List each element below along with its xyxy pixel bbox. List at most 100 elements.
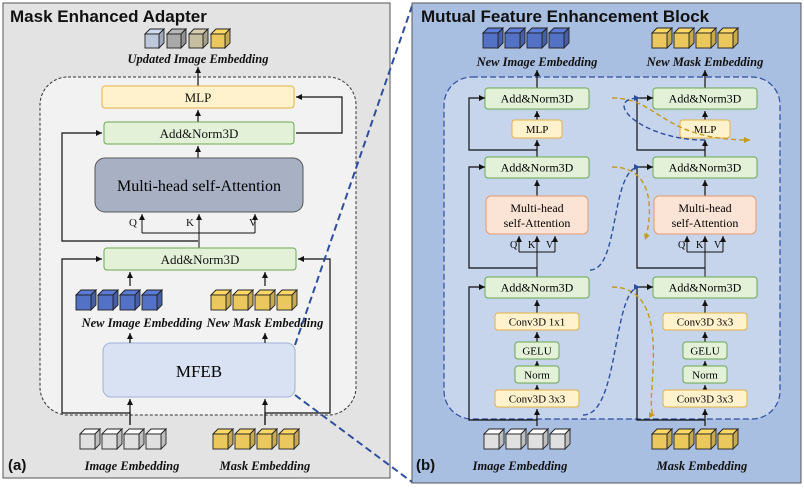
new-image-cube-2 — [96, 288, 120, 312]
b-image-cube-4 — [548, 427, 572, 451]
new-mask-cube-1 — [209, 288, 233, 312]
right-conv-1-label: Conv3D 3x3 — [677, 317, 734, 329]
left-conv-1-label: Conv3D 1x1 — [509, 317, 566, 329]
b-new-image-cube-2 — [503, 26, 527, 50]
new-mask-embedding-cubes — [209, 288, 299, 312]
q-label: Q — [129, 217, 137, 229]
right-norm-box — [682, 365, 728, 384]
mfeb-box — [102, 342, 296, 398]
left-q-label: Q — [510, 240, 518, 251]
b-mask-cube-4 — [716, 427, 740, 451]
new-image-embedding-label: New Image Embedding — [81, 316, 203, 330]
b-new-image-embedding-label: New Image Embedding — [476, 55, 598, 69]
cross-arrow-image-to-mask-2 — [611, 166, 651, 241]
b-new-mask-embedding-label: New Mask Embedding — [646, 55, 764, 69]
right-addnorm-1-label: Add&Norm3D — [669, 92, 742, 106]
b-image-embedding-label: Image Embedding — [472, 459, 568, 473]
new-image-cube-3 — [118, 288, 142, 312]
left-conv-1-box — [494, 312, 580, 331]
right-k-label: K — [696, 240, 704, 251]
mask-cube-2 — [233, 427, 257, 451]
right-addnorm-2-label: Add&Norm3D — [669, 161, 742, 175]
attention-label: Multi-head self-Attention — [117, 178, 281, 195]
b-mask-embedding-cubes — [650, 427, 740, 451]
mask-embedding-cubes — [211, 427, 301, 451]
right-conv-2-box — [662, 389, 748, 408]
updated-cube-3 — [187, 27, 210, 50]
panel-b-tag: (b) — [416, 457, 435, 474]
right-conv-2-label: Conv3D 3x3 — [677, 394, 734, 406]
addnorm-top-label: Add&Norm3D — [160, 126, 239, 141]
left-mlp-box — [511, 119, 563, 139]
image-embedding-label: Image Embedding — [84, 459, 180, 473]
new-image-embedding-cubes-b — [481, 26, 571, 50]
right-attention-line2: self-Attention — [672, 216, 739, 230]
zoom-connector-top — [294, 5, 413, 346]
left-norm-label: Norm — [524, 370, 550, 382]
b-image-cube-2 — [504, 427, 528, 451]
b-new-mask-cube-1 — [650, 26, 674, 50]
left-k-label: K — [528, 240, 536, 251]
right-conv-1-box — [662, 312, 748, 331]
updated-cube-4 — [209, 27, 232, 50]
new-mask-cube-3 — [253, 288, 277, 312]
image-branch: Add&Norm3DMLPAdd&Norm3DMulti-headself-At… — [468, 70, 590, 426]
b-new-mask-cube-3 — [694, 26, 718, 50]
left-gelu-label: GELU — [522, 346, 551, 358]
b-new-image-cube-1 — [481, 26, 505, 50]
left-addnorm-3-label: Add&Norm3D — [501, 281, 574, 295]
updated-image-embedding-label: Updated Image Embedding — [128, 52, 269, 66]
left-attention-box — [485, 195, 589, 235]
b-mask-cube-2 — [672, 427, 696, 451]
left-attention-line2: self-Attention — [504, 216, 571, 230]
mask-branch: Add&Norm3DMLPAdd&Norm3DMulti-headself-At… — [636, 70, 758, 426]
right-gelu-label: GELU — [690, 346, 719, 358]
cross-arrow-image-to-mask-1 — [611, 97, 751, 143]
b-mask-cube-3 — [694, 427, 718, 451]
new-image-cube-4 — [140, 288, 164, 312]
b-new-mask-cube-2 — [672, 26, 696, 50]
right-gelu-box — [682, 341, 728, 360]
left-gelu-box — [514, 341, 560, 360]
left-attention-line1: Multi-head — [510, 201, 563, 215]
mask-cube-1 — [211, 427, 235, 451]
right-q-label: Q — [678, 240, 686, 251]
mask-cube-3 — [255, 427, 279, 451]
mask-embedding-label: Mask Embedding — [219, 459, 311, 473]
right-attention-box — [653, 195, 757, 235]
mlp-box — [101, 85, 295, 109]
b-mask-cube-1 — [650, 427, 674, 451]
b-new-image-cube-3 — [525, 26, 549, 50]
b-mask-embedding-label: Mask Embedding — [656, 459, 748, 473]
new-image-embedding-cubes — [74, 288, 164, 312]
panel-b-title: Mutual Feature Enhancement Block — [421, 7, 710, 26]
right-addnorm-3-label: Add&Norm3D — [669, 281, 742, 295]
cross-branch-arrows — [582, 95, 751, 418]
image-cube-1 — [78, 427, 102, 451]
image-cube-4 — [144, 427, 168, 451]
image-cube-2 — [100, 427, 124, 451]
right-v-label: V — [714, 240, 722, 251]
new-image-cube-1 — [74, 288, 98, 312]
zoom-connector-bottom — [294, 394, 413, 483]
updated-cube-1 — [143, 27, 166, 50]
new-mask-embedding-cubes-b — [650, 26, 740, 50]
updated-cube-2 — [165, 27, 188, 50]
cross-arrow-mask-to-image-1 — [623, 95, 706, 141]
cross-arrow-mask-to-image-2 — [589, 164, 641, 271]
left-conv-2-label: Conv3D 3x3 — [509, 394, 566, 406]
addnorm-bottom-box — [103, 247, 297, 271]
new-mask-cube-4 — [275, 288, 299, 312]
updated-image-embedding-cubes — [143, 27, 232, 50]
left-mlp-label: MLP — [526, 124, 549, 136]
left-v-label: V — [546, 240, 554, 251]
mfeb-label: MFEB — [176, 362, 222, 381]
new-mask-embedding-label: New Mask Embedding — [206, 316, 324, 330]
mlp-label: MLP — [185, 90, 212, 105]
addnorm-bottom-label: Add&Norm3D — [161, 252, 240, 267]
b-image-cube-1 — [482, 427, 506, 451]
attention-box — [94, 157, 304, 213]
panel-a-tag: (a) — [8, 457, 26, 474]
